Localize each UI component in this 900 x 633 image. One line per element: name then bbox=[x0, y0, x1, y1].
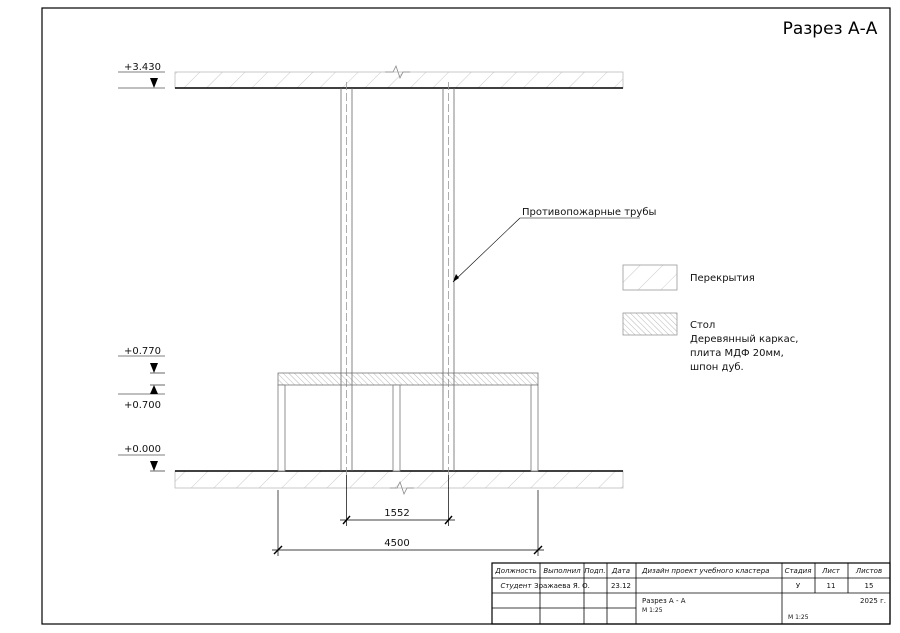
svg-text:Студент: Студент bbox=[501, 582, 533, 590]
dimension-4500: 4500 bbox=[272, 490, 544, 556]
svg-text:Выполнил: Выполнил bbox=[543, 567, 581, 575]
title-block-text: Должность Выполнил Подп. Дата Студент Зр… bbox=[494, 567, 886, 621]
bottom-slab bbox=[174, 470, 624, 496]
svg-text:плита МДФ 20мм,: плита МДФ 20мм, bbox=[690, 348, 784, 359]
drawing-title: Разрез А-А bbox=[783, 19, 878, 39]
fire-pipe-left bbox=[340, 82, 353, 475]
svg-text:Стол: Стол bbox=[690, 320, 715, 331]
dimension-1552: 1552 bbox=[340, 475, 455, 526]
svg-text:У: У bbox=[796, 582, 801, 590]
svg-text:23.12: 23.12 bbox=[611, 582, 631, 590]
svg-text:Подп.: Подп. bbox=[584, 567, 605, 575]
svg-text:Лист: Лист bbox=[821, 567, 841, 575]
svg-text:+0.700: +0.700 bbox=[124, 400, 161, 411]
title-block bbox=[491, 562, 891, 625]
svg-text:шпон дуб.: шпон дуб. bbox=[690, 362, 744, 373]
svg-text:15: 15 bbox=[865, 582, 874, 590]
svg-text:М 1:25: М 1:25 bbox=[642, 607, 663, 614]
svg-text:Перекрытия: Перекрытия bbox=[690, 273, 755, 284]
sheet-frame bbox=[41, 7, 891, 625]
legend-table: Стол Деревянный каркас, плита МДФ 20мм, … bbox=[622, 312, 798, 373]
svg-text:Дата: Дата bbox=[611, 567, 630, 575]
svg-text:4500: 4500 bbox=[384, 538, 409, 549]
legend-slab: Перекрытия bbox=[622, 264, 755, 291]
break-symbol bbox=[390, 480, 414, 496]
svg-text:Должность: Должность bbox=[494, 567, 536, 575]
svg-text:+3.430: +3.430 bbox=[124, 62, 161, 73]
svg-text:М 1:25: М 1:25 bbox=[788, 614, 809, 621]
svg-text:Разрез А - А: Разрез А - А bbox=[642, 597, 686, 605]
svg-text:2025 г.: 2025 г. bbox=[860, 597, 886, 605]
top-slab bbox=[174, 64, 624, 89]
svg-text:Зражаева Я. О.: Зражаева Я. О. bbox=[534, 582, 590, 590]
svg-text:Дизайн проект учебного кластер: Дизайн проект учебного кластера bbox=[641, 567, 769, 575]
table bbox=[277, 372, 539, 472]
pipe-leader: Противопожарные трубы bbox=[452, 207, 656, 283]
level-0700: +0.700 bbox=[118, 384, 165, 411]
svg-text:+0.770: +0.770 bbox=[124, 346, 161, 357]
level-3430: +3.430 bbox=[118, 62, 165, 89]
svg-text:Листов: Листов bbox=[855, 567, 882, 575]
svg-text:11: 11 bbox=[827, 582, 836, 590]
level-0770: +0.770 bbox=[118, 346, 165, 374]
svg-text:+0.000: +0.000 bbox=[124, 444, 161, 455]
break-symbol bbox=[385, 64, 410, 80]
level-0000: +0.000 bbox=[118, 444, 165, 472]
svg-text:Стадия: Стадия bbox=[785, 567, 812, 575]
svg-text:Деревянный каркас,: Деревянный каркас, bbox=[690, 334, 798, 345]
fire-pipe-right bbox=[442, 82, 455, 475]
svg-text:1552: 1552 bbox=[384, 508, 409, 519]
pipe-label: Противопожарные трубы bbox=[522, 207, 656, 218]
